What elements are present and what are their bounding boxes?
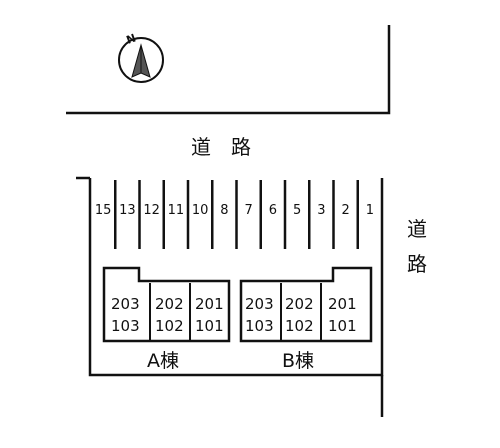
- building-b-outline: [239, 266, 373, 343]
- unit-b-201: 201: [328, 295, 357, 313]
- unit-a-201: 201: [195, 295, 224, 313]
- parking-slot-number: 3: [317, 203, 325, 218]
- building-a-label: A棟: [147, 350, 179, 372]
- unit-a-202: 202: [155, 295, 184, 313]
- building-a-outline: [102, 266, 231, 343]
- neighbor-lot-outline: [66, 25, 391, 115]
- unit-a-103: 103: [111, 317, 140, 335]
- road-label-top: 道 路: [191, 135, 251, 159]
- parking-slot-number: 13: [119, 203, 136, 218]
- parking-slot-number: 1: [366, 203, 374, 218]
- unit-a-102: 102: [155, 317, 184, 335]
- unit-b-102: 102: [285, 317, 314, 335]
- building-b-label: B棟: [282, 350, 314, 372]
- building-b: 203 103 202 102 201 101 B棟: [239, 266, 373, 372]
- parking-slot-number: 15: [95, 203, 112, 218]
- compass-letter: N: [125, 31, 138, 46]
- unit-b-101: 101: [328, 317, 357, 335]
- road-label-right-1: 道: [407, 217, 427, 241]
- unit-b-202: 202: [285, 295, 314, 313]
- parking-slot-number: 6: [269, 203, 277, 218]
- road-label-right-2: 路: [407, 252, 427, 276]
- property-boundary: [88, 178, 384, 377]
- parking-slot-number: 5: [293, 203, 301, 218]
- parking-slot-number: 12: [143, 203, 160, 218]
- parking-slot-number: 2: [341, 203, 349, 218]
- unit-a-203: 203: [111, 295, 140, 313]
- unit-b-103: 103: [245, 317, 274, 335]
- parking-slot-number: 11: [168, 203, 185, 218]
- parking-slot-number: 8: [220, 203, 228, 218]
- parking-slots: 15 13 12 11 10 8 7 6 5 3 2 1: [95, 180, 374, 249]
- building-a: 203 103 202 102 201 101 A棟: [102, 266, 231, 372]
- parking-slot-number: 7: [244, 203, 252, 218]
- north-compass-icon: N: [118, 31, 164, 83]
- unit-a-101: 101: [195, 317, 224, 335]
- parking-slot-number: 10: [192, 203, 209, 218]
- unit-b-203: 203: [245, 295, 274, 313]
